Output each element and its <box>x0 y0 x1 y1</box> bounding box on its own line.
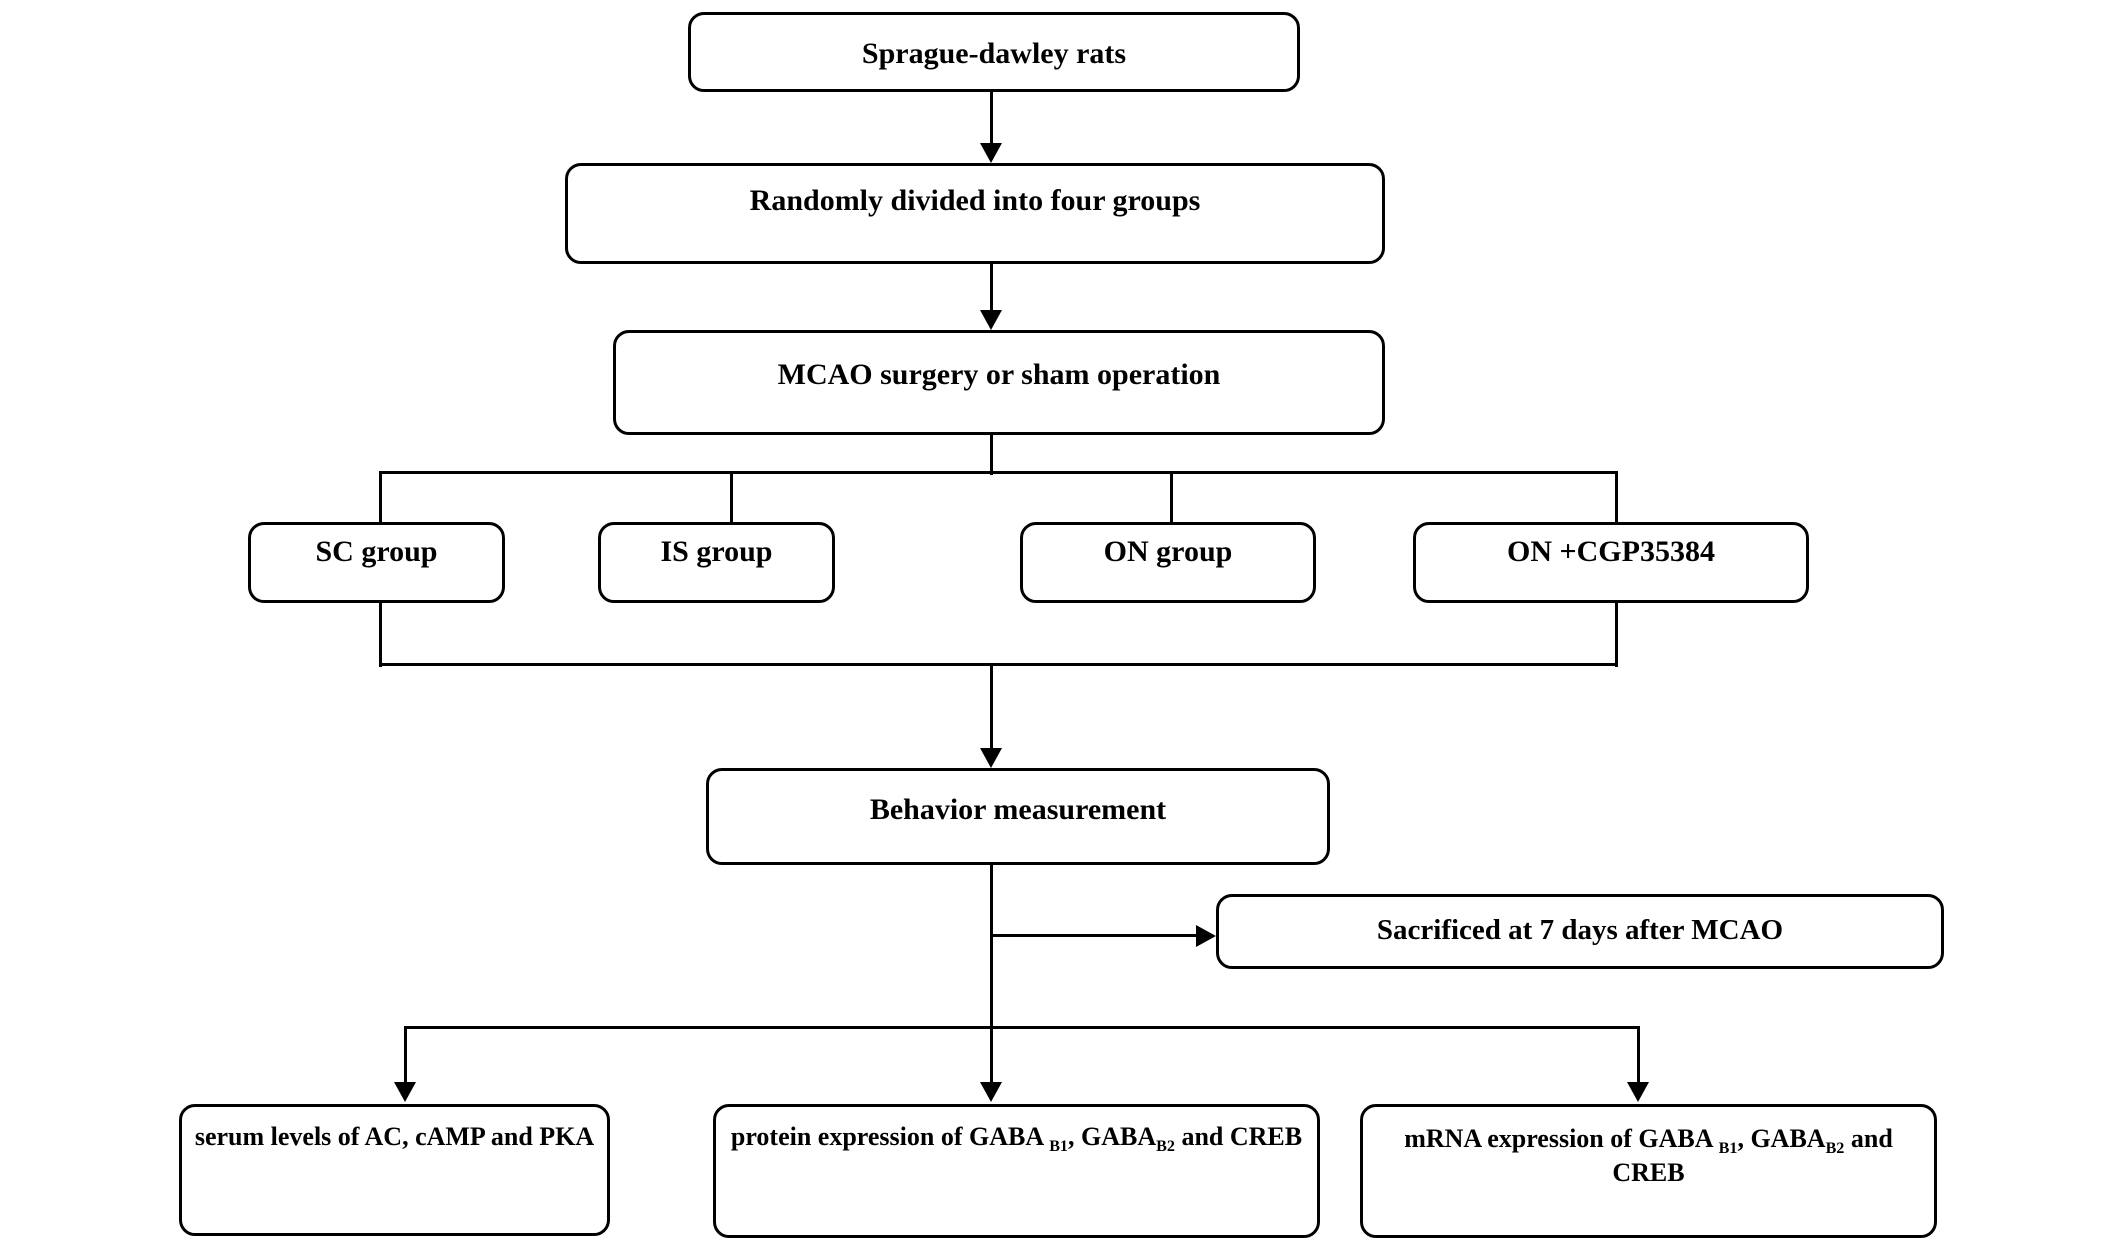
connector-stub-on <box>1170 472 1173 524</box>
node-randomly-divided: Randomly divided into four groups <box>565 163 1385 264</box>
connector-stub-sc <box>379 472 382 524</box>
connector-branch-sacrificed <box>991 934 1197 937</box>
arrowhead-down-icon <box>980 1082 1002 1102</box>
distributor-line-groups <box>379 471 1618 474</box>
node-sprague-dawley-rats: Sprague-dawley rats <box>688 12 1300 92</box>
node-label: serum levels of AC, cAMP and PKA <box>194 1122 595 1151</box>
connector-randomized-surgery <box>990 264 993 313</box>
node-label: Sprague-dawley rats <box>861 37 1127 70</box>
arrowhead-down-icon <box>980 310 1002 330</box>
subscript-b1: B1 <box>1049 1138 1068 1156</box>
arrowhead-down-icon <box>1627 1082 1649 1102</box>
arrowhead-down-icon <box>980 748 1002 768</box>
node-on-group: ON group <box>1020 522 1316 603</box>
node-behavior-measurement: Behavior measurement <box>706 768 1330 865</box>
node-label: MCAO surgery or sham operation <box>777 358 1221 391</box>
node-label: ON group <box>1103 535 1233 568</box>
node-is-group: IS group <box>598 522 835 603</box>
node-label: SC group <box>315 535 438 568</box>
connector-stub-on-cgp <box>1615 472 1618 524</box>
subscript-b2: B2 <box>1825 1140 1845 1158</box>
subscript-b1: B1 <box>1718 1140 1738 1158</box>
connector-rats-randomized <box>990 92 993 146</box>
arrowhead-down-icon <box>394 1082 416 1102</box>
node-label: IS group <box>660 535 773 568</box>
distributor-line-assays <box>404 1026 1640 1029</box>
node-serum-levels: serum levels of AC, cAMP and PKA <box>179 1104 610 1236</box>
node-on-cgp-group: ON +CGP35384 <box>1413 522 1809 603</box>
connector-surgery-distributor <box>990 435 993 475</box>
node-protein-expression: protein expression of GABA B1, GABAB2 an… <box>713 1104 1320 1238</box>
connector-behavior-bottom <box>990 865 993 1084</box>
node-label: Randomly divided into four groups <box>749 184 1201 217</box>
node-label: Behavior measurement <box>869 793 1167 826</box>
node-label: ON +CGP35384 <box>1507 535 1715 568</box>
connector-on-cgp-collector <box>1615 601 1618 667</box>
arrowhead-down-icon <box>980 143 1002 163</box>
arrowhead-right-icon <box>1196 925 1216 947</box>
connector-stub-is <box>730 472 733 524</box>
subscript-b2: B2 <box>1156 1138 1175 1156</box>
node-sacrificed: Sacrificed at 7 days after MCAO <box>1216 894 1944 969</box>
node-label: protein expression of GABA B1, GABAB2 an… <box>730 1122 1303 1156</box>
connector-sc-collector <box>379 601 382 667</box>
connector-drop-serum <box>404 1027 407 1084</box>
connector-drop-mrna <box>1637 1027 1640 1084</box>
node-label: Sacrificed at 7 days after MCAO <box>1376 914 1784 946</box>
collector-line-groups <box>379 663 1618 666</box>
connector-collector-behavior <box>990 665 993 750</box>
node-mcao-surgery: MCAO surgery or sham operation <box>613 330 1385 435</box>
node-sc-group: SC group <box>248 522 505 603</box>
